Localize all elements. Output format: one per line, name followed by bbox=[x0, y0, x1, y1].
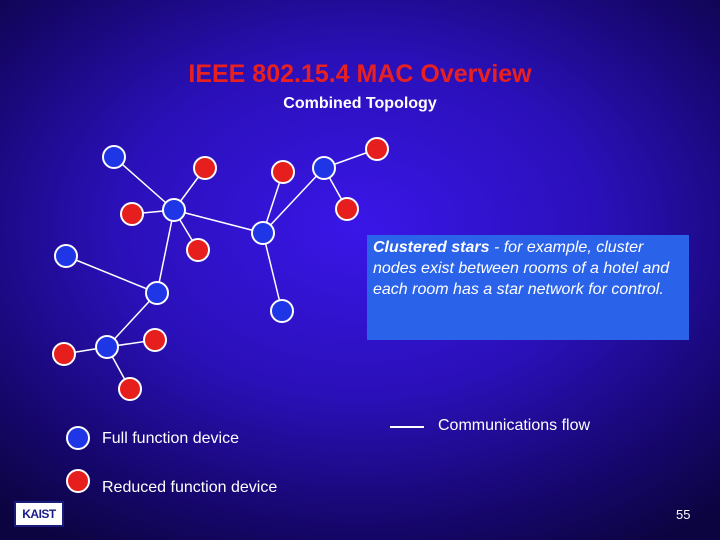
slide-subtitle: Combined Topology bbox=[283, 95, 437, 112]
slide-title: IEEE 802.15.4 MAC Overview bbox=[188, 60, 532, 88]
full-function-node bbox=[54, 244, 78, 268]
legend-full-function-label: Full function device bbox=[102, 430, 239, 447]
link bbox=[106, 292, 158, 348]
legend-flow-line bbox=[390, 426, 424, 428]
full-function-node bbox=[145, 281, 169, 305]
link bbox=[65, 255, 158, 294]
link bbox=[262, 167, 325, 234]
reduced-function-node bbox=[120, 202, 144, 226]
nodes bbox=[52, 137, 389, 401]
callout-text: - for example, cluster nodes exist betwe… bbox=[373, 239, 670, 298]
link bbox=[262, 232, 283, 312]
legend-reduced-function-label: Reduced function device bbox=[102, 479, 278, 496]
logo-text: KAIST bbox=[22, 507, 56, 521]
callout-bold-text: Clustered stars bbox=[373, 239, 490, 256]
link bbox=[113, 156, 175, 211]
full-function-node bbox=[270, 299, 294, 323]
kaist-logo: KAIST bbox=[14, 501, 64, 527]
reduced-function-node bbox=[271, 160, 295, 184]
reduced-function-node bbox=[335, 197, 359, 221]
full-function-node bbox=[95, 335, 119, 359]
reduced-function-node bbox=[118, 377, 142, 401]
reduced-function-node bbox=[193, 156, 217, 180]
legend-reduced-function-dot bbox=[66, 469, 90, 493]
legend-full-function-dot bbox=[66, 426, 90, 450]
full-function-node bbox=[312, 156, 336, 180]
reduced-function-node bbox=[52, 342, 76, 366]
full-function-node bbox=[102, 145, 126, 169]
link bbox=[173, 209, 264, 234]
reduced-function-node bbox=[186, 238, 210, 262]
reduced-function-node bbox=[365, 137, 389, 161]
page-number: 55 bbox=[676, 507, 691, 522]
reduced-function-node bbox=[143, 328, 167, 352]
full-function-node bbox=[251, 221, 275, 245]
link bbox=[156, 209, 175, 294]
callout-box: Clustered stars - for example, cluster n… bbox=[367, 235, 689, 340]
full-function-node bbox=[162, 198, 186, 222]
legend-flow-label: Communications flow bbox=[438, 417, 591, 434]
